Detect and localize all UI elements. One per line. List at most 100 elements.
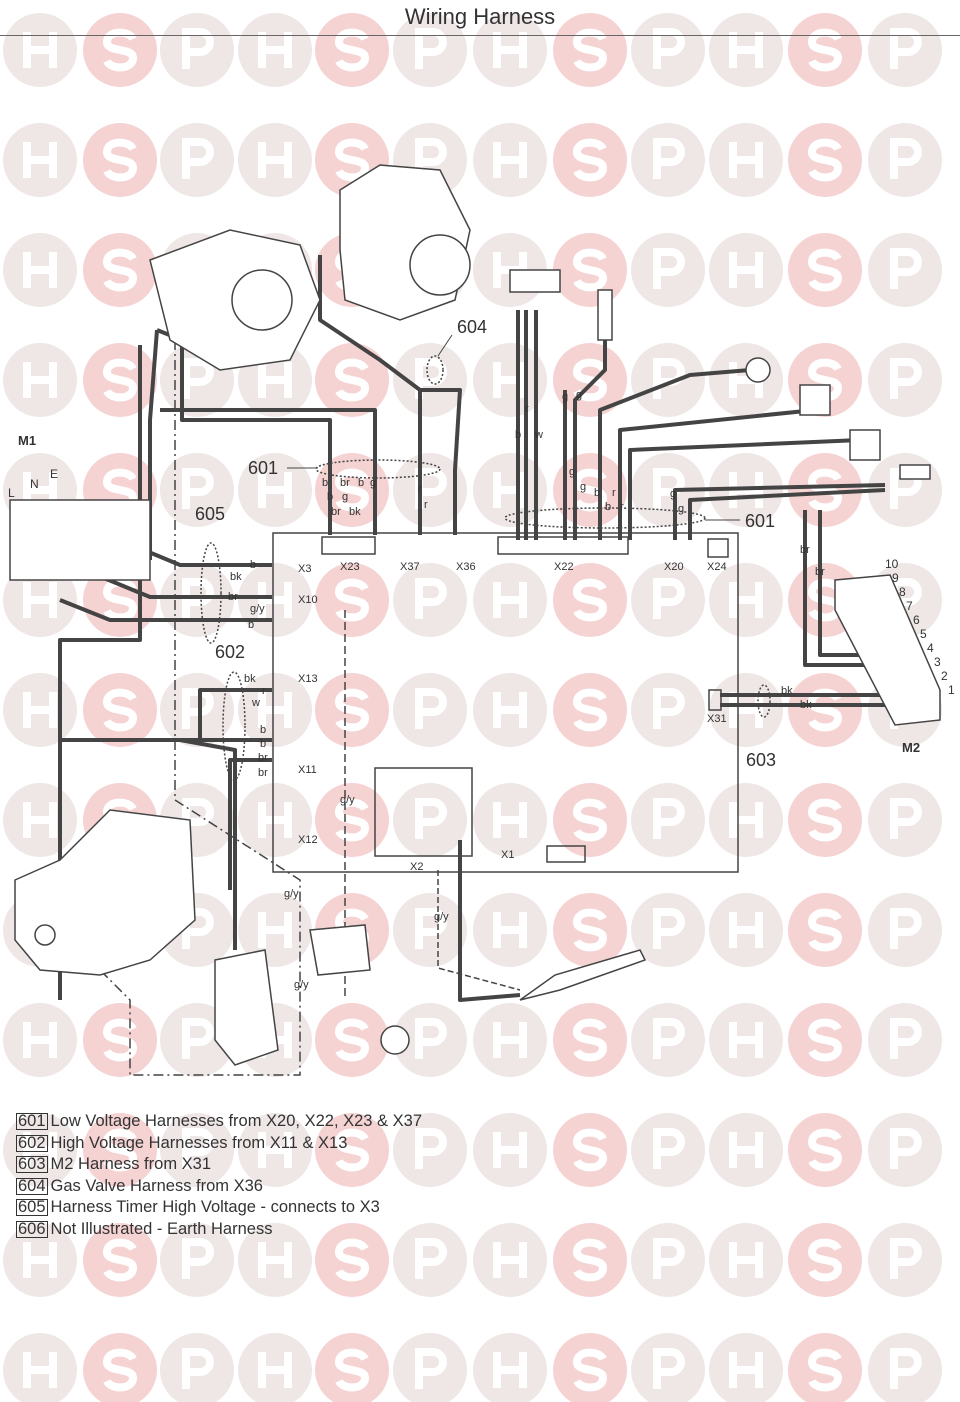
connector-x12-label: X12 [298, 834, 318, 846]
watermark-glyph [334, 798, 370, 842]
wire-color-label: br [815, 566, 825, 578]
connector-x24-body [707, 538, 729, 558]
sensor-clip-2 [849, 429, 881, 461]
watermark-glyph [653, 1348, 685, 1389]
watermark-glyph [493, 1022, 527, 1058]
wire-color-label: g [678, 503, 684, 515]
watermark-glyph [572, 908, 608, 952]
watermark-glyph [729, 252, 763, 288]
watermark-glyph [258, 32, 292, 68]
watermark-glyph [182, 1348, 214, 1389]
wire-color-label: r [418, 483, 422, 495]
legend-text: High Voltage Harnesses from X11 & X13 [50, 1133, 348, 1152]
pump-assembly [14, 809, 196, 976]
wire-color-label: g/y [250, 603, 265, 615]
wire-color-label: g [342, 491, 348, 503]
connector-x24-label: X24 [707, 561, 727, 573]
watermark-glyph [572, 688, 608, 732]
wire-color-label: g/y [434, 911, 449, 923]
m2-terminal-number: 6 [913, 613, 920, 627]
page-title: Wiring Harness [404, 4, 556, 29]
watermark-glyph [102, 1018, 138, 1062]
watermark-glyph [890, 578, 922, 619]
diverter-valve [214, 949, 279, 1066]
connector-x31-label: X31 [707, 713, 727, 725]
watermark-glyph [493, 1242, 527, 1278]
watermark-glyph [493, 142, 527, 178]
wire-color-label: b [322, 477, 328, 489]
callout-605: 605 [195, 504, 225, 524]
connector-x2-label: X2 [410, 861, 423, 873]
watermark-glyph [23, 802, 57, 838]
watermark-glyph [334, 688, 370, 732]
connector-x37-label: X37 [400, 561, 420, 573]
earth-bar [309, 924, 371, 976]
watermark-glyph [415, 468, 447, 509]
watermark-glyph [572, 248, 608, 292]
watermark-glyph [807, 1348, 843, 1392]
callout-601-right: 601 [745, 511, 775, 531]
wire-color-label: br [331, 506, 341, 518]
watermark-glyph [572, 1348, 608, 1392]
wire-color-label: b [605, 501, 611, 513]
watermark-glyph [415, 1128, 447, 1169]
watermark-glyph [807, 908, 843, 952]
callout-602: 602 [215, 642, 245, 662]
watermark-glyph [807, 1018, 843, 1062]
harness-603 [757, 684, 771, 718]
watermark-glyph [334, 578, 370, 622]
watermark-glyph [102, 1128, 138, 1172]
wire-color-label: w [251, 697, 260, 709]
watermark-circle [631, 1333, 705, 1402]
wire-color-label: g [576, 389, 582, 401]
watermark-glyph [572, 578, 608, 622]
watermark-glyph [890, 28, 922, 69]
m2-terminal-number: 8 [899, 585, 906, 599]
connector-x23-body [321, 536, 376, 555]
watermark-glyph [493, 1352, 527, 1388]
legend-text: Gas Valve Harness from X36 [50, 1176, 263, 1195]
connector-x1-label: X1 [501, 849, 514, 861]
watermark-glyph [572, 138, 608, 182]
m2-terminal-number: 4 [927, 641, 934, 655]
watermark-glyph [807, 798, 843, 842]
watermark-glyph [890, 1018, 922, 1059]
harness-604 [426, 355, 444, 385]
watermark-circle [160, 1333, 234, 1402]
watermark-glyph [182, 1128, 214, 1169]
watermark-glyph [729, 1352, 763, 1388]
watermark-glyph [729, 1242, 763, 1278]
wire-color-label: b [248, 619, 254, 631]
watermark-glyph [729, 142, 763, 178]
gas-valve-outlet [409, 234, 471, 296]
watermark-glyph [258, 1242, 292, 1278]
watermark-glyph [415, 1018, 447, 1059]
watermark-glyph [258, 362, 292, 398]
watermark-glyph [23, 1022, 57, 1058]
legend-number: 603 [16, 1155, 48, 1173]
wire-color-label: g/y [340, 794, 355, 806]
wire-color-label: g [562, 391, 568, 403]
m2-terminal-number: 7 [906, 599, 913, 613]
watermark-glyph [729, 912, 763, 948]
wire-color-label: br [340, 477, 350, 489]
watermark-glyph [102, 1348, 138, 1392]
watermark-glyph [890, 1128, 922, 1169]
wire-color-label: br [258, 767, 268, 779]
watermark-glyph [729, 1132, 763, 1168]
wire-color-label: g/y [294, 979, 309, 991]
watermark-glyph [807, 138, 843, 182]
watermark-glyph [182, 1018, 214, 1059]
watermark-glyph [493, 802, 527, 838]
watermark-glyph [182, 798, 214, 839]
watermark-glyph [182, 908, 214, 949]
watermark-glyph [23, 582, 57, 618]
watermark-glyph [415, 138, 447, 179]
watermark-glyph [493, 32, 527, 68]
m2-terminal-number: 2 [941, 669, 948, 683]
watermark-glyph [23, 252, 57, 288]
wire-color-label: b [358, 477, 364, 489]
watermark-glyph [334, 28, 370, 72]
